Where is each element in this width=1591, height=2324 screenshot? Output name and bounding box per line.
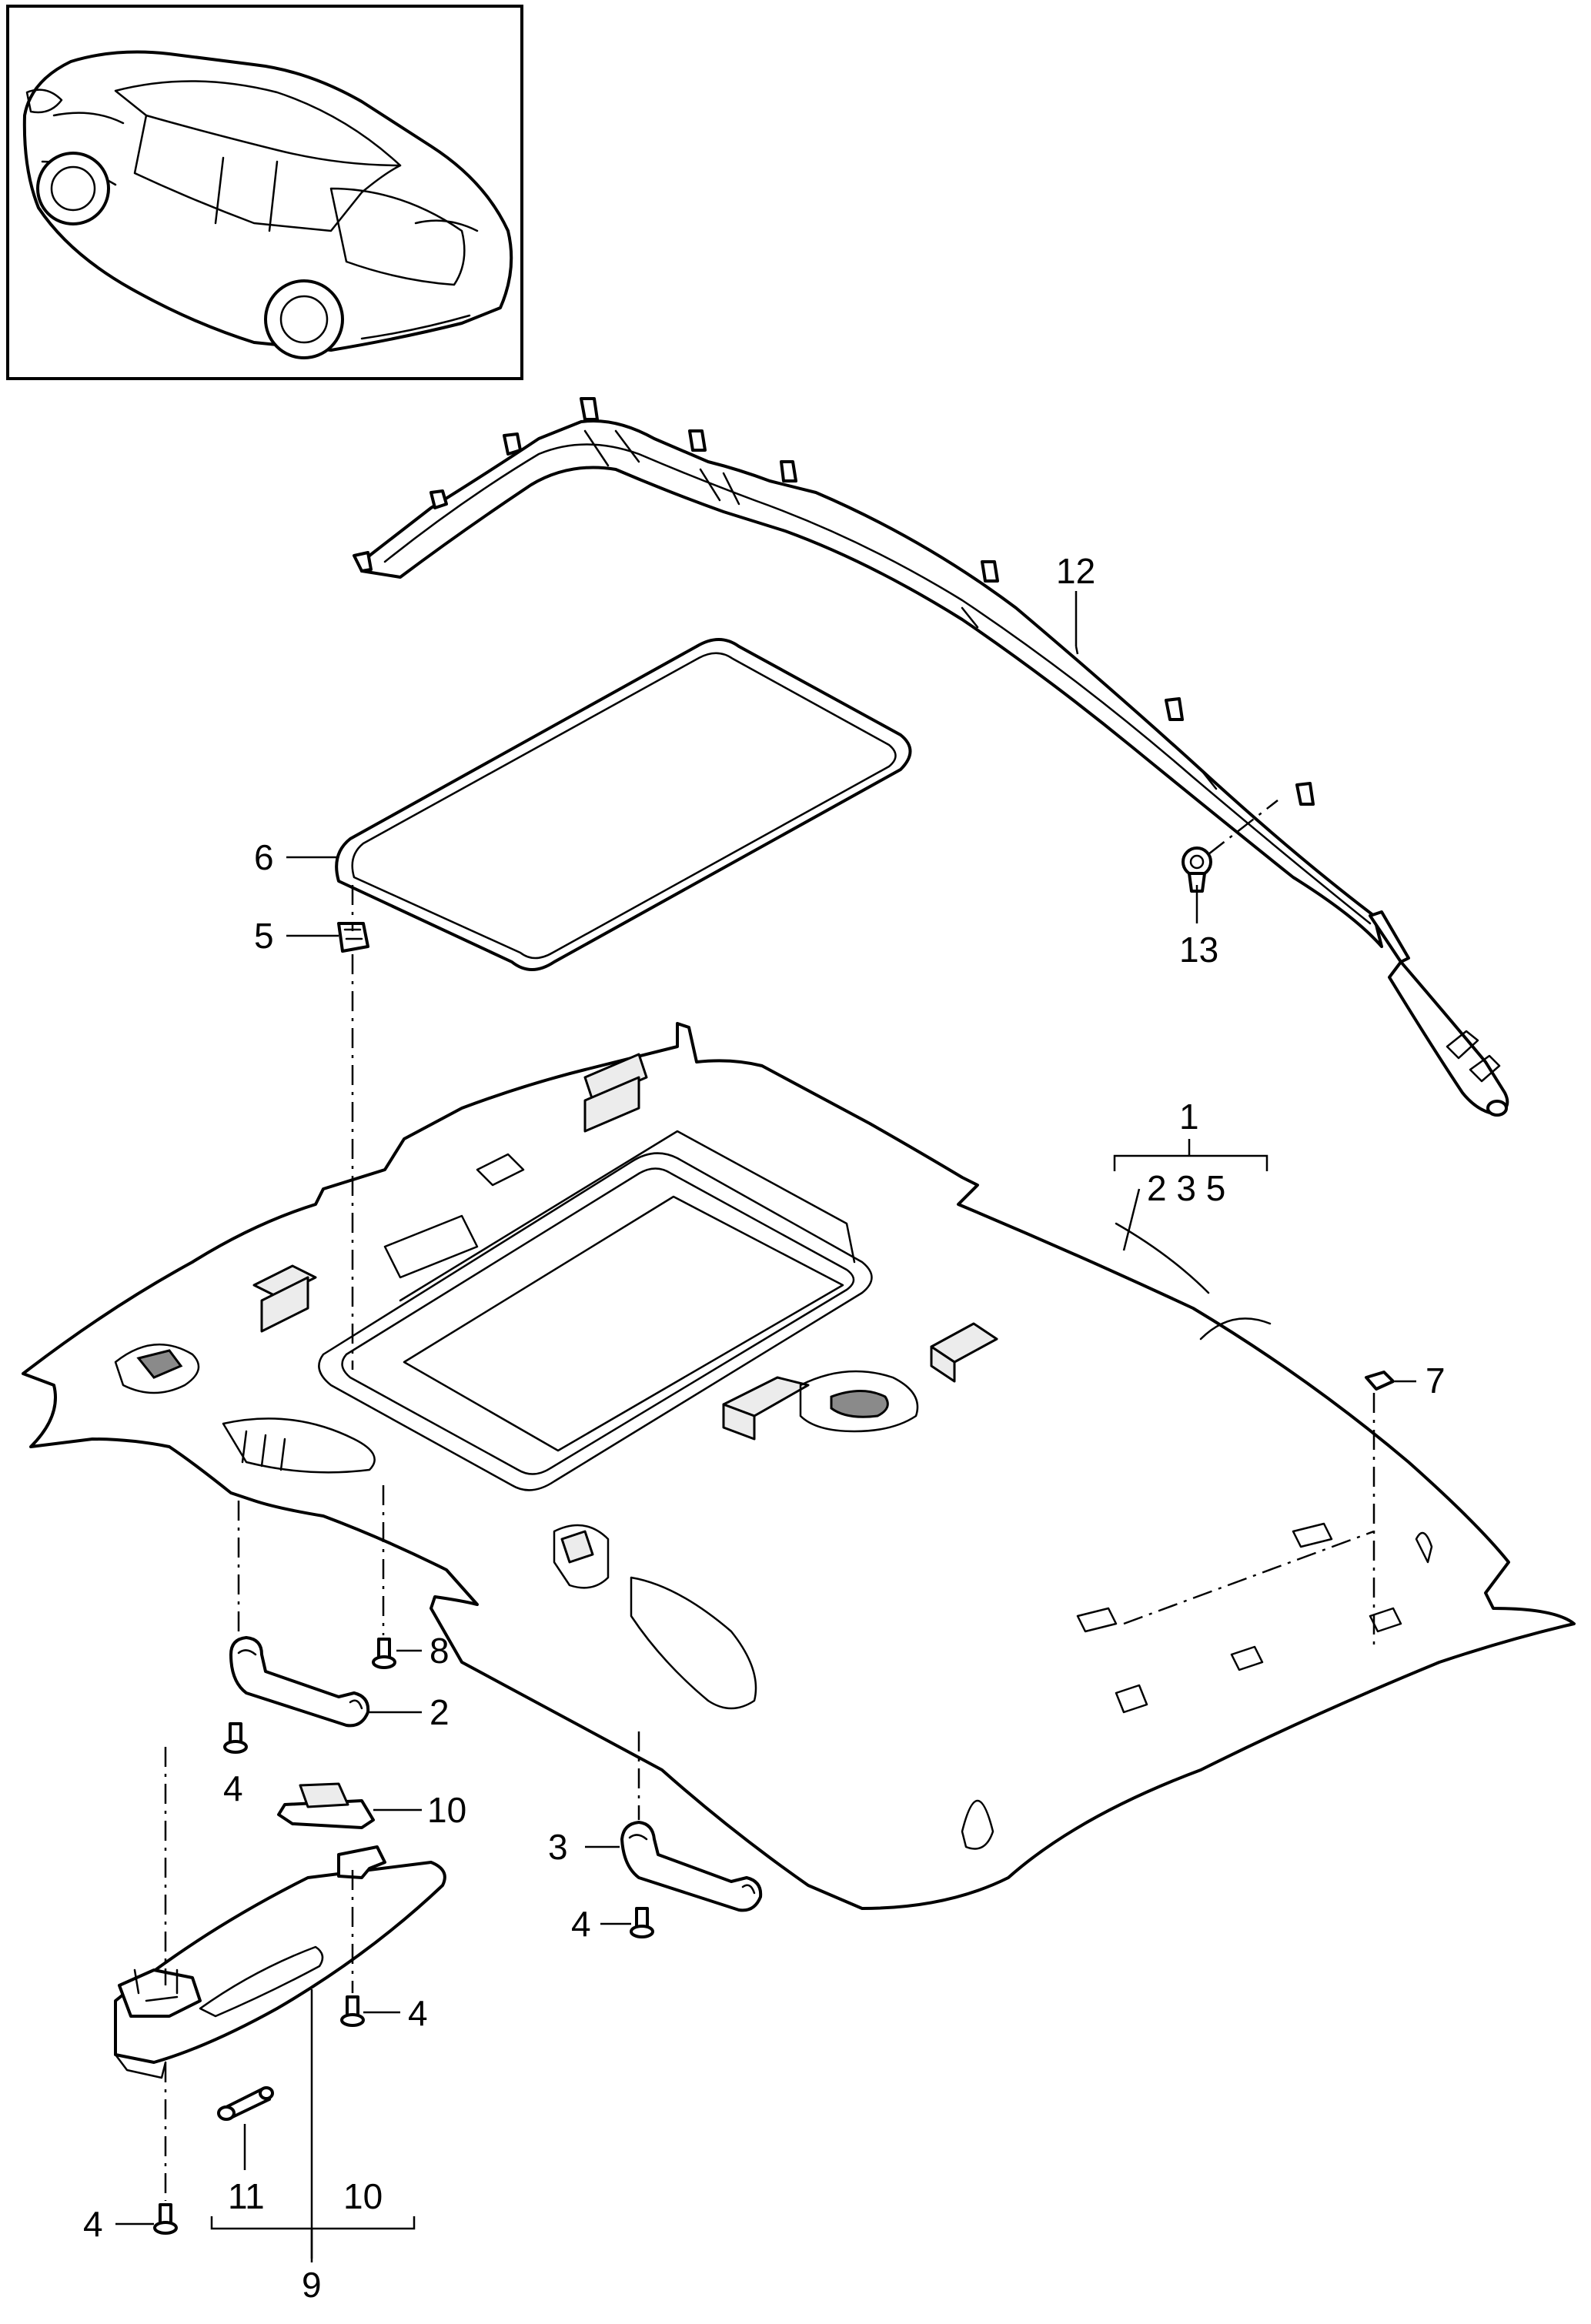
- part-13-clip: [1182, 800, 1278, 923]
- callout-13: 13: [1179, 930, 1218, 970]
- callout-4-b: 4: [571, 1904, 591, 1944]
- callout-2: 2: [430, 1692, 450, 1732]
- callout-8: 8: [430, 1631, 450, 1671]
- callout-9: 9: [302, 2265, 322, 2305]
- part-11-pin: [217, 2086, 274, 2170]
- callout-6: 6: [254, 837, 274, 877]
- callout-10: 10: [427, 1790, 466, 1830]
- part-10-visor-clip: [277, 1782, 422, 1829]
- callout-labels: 1 2 3 5 2 3 4 4 4 4 5 6 7 8 9 11 10 10 1…: [83, 551, 1446, 2305]
- callout-12: 12: [1056, 551, 1095, 591]
- part-6-sunroof-seal: [286, 638, 912, 971]
- callout-4-a: 4: [223, 1768, 243, 1808]
- part-12-roof-rail-trim: [353, 397, 1509, 1117]
- callout-3: 3: [548, 1827, 568, 1867]
- vehicle-overview-inset: [6, 5, 523, 380]
- part-8-screw: [372, 1638, 422, 1669]
- callout-1-group: 2 3 5: [1147, 1168, 1225, 1208]
- callout-5: 5: [254, 916, 274, 956]
- car-illustration: [22, 50, 513, 359]
- part-3-grab-handle: [585, 1821, 763, 1912]
- group-bracket-1: [1113, 1139, 1268, 1171]
- callout-1: 1: [1179, 1097, 1199, 1137]
- group-bracket-9: [210, 2216, 416, 2259]
- callout-9-group-a: 11: [228, 2176, 265, 2216]
- part-4-screw-c: [340, 1995, 400, 2027]
- part-1-headliner: [22, 1022, 1576, 1910]
- part-4-screw-d: [115, 2203, 178, 2235]
- callout-4-d: 4: [83, 2204, 103, 2244]
- part-4-screw-b: [600, 1907, 654, 1938]
- callout-9-group-b: 10: [343, 2176, 383, 2216]
- part-9-sun-visor: [114, 1845, 446, 2262]
- part-4-screw-a: [223, 1722, 248, 1754]
- part-2-grab-handle: [229, 1636, 422, 1728]
- callout-4-c: 4: [408, 1993, 428, 2033]
- assembly-lines: [164, 885, 1375, 2201]
- part-7-nut: [1365, 1371, 1416, 1391]
- part-5-clip: [286, 922, 369, 953]
- callout-7: 7: [1426, 1361, 1446, 1401]
